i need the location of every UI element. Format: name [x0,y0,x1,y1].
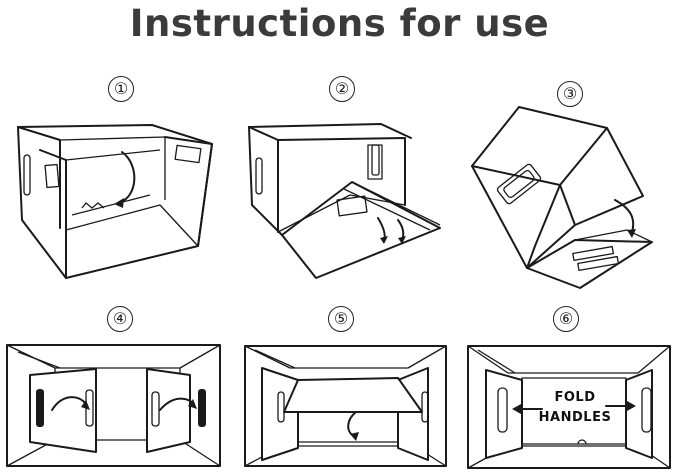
step-6-number: ⑥ [553,306,579,332]
fold-label-line2: HANDLES [538,410,612,425]
step-5-number: ⑤ [328,306,354,332]
step-2-number: ② [329,76,355,102]
instructions-title: Instructions for use [129,2,550,45]
step-3-number: ③ [557,81,583,107]
step-1-number: ① [108,76,134,102]
fold-label-line1: FOLD [554,390,596,405]
step-4-number: ④ [107,306,133,332]
